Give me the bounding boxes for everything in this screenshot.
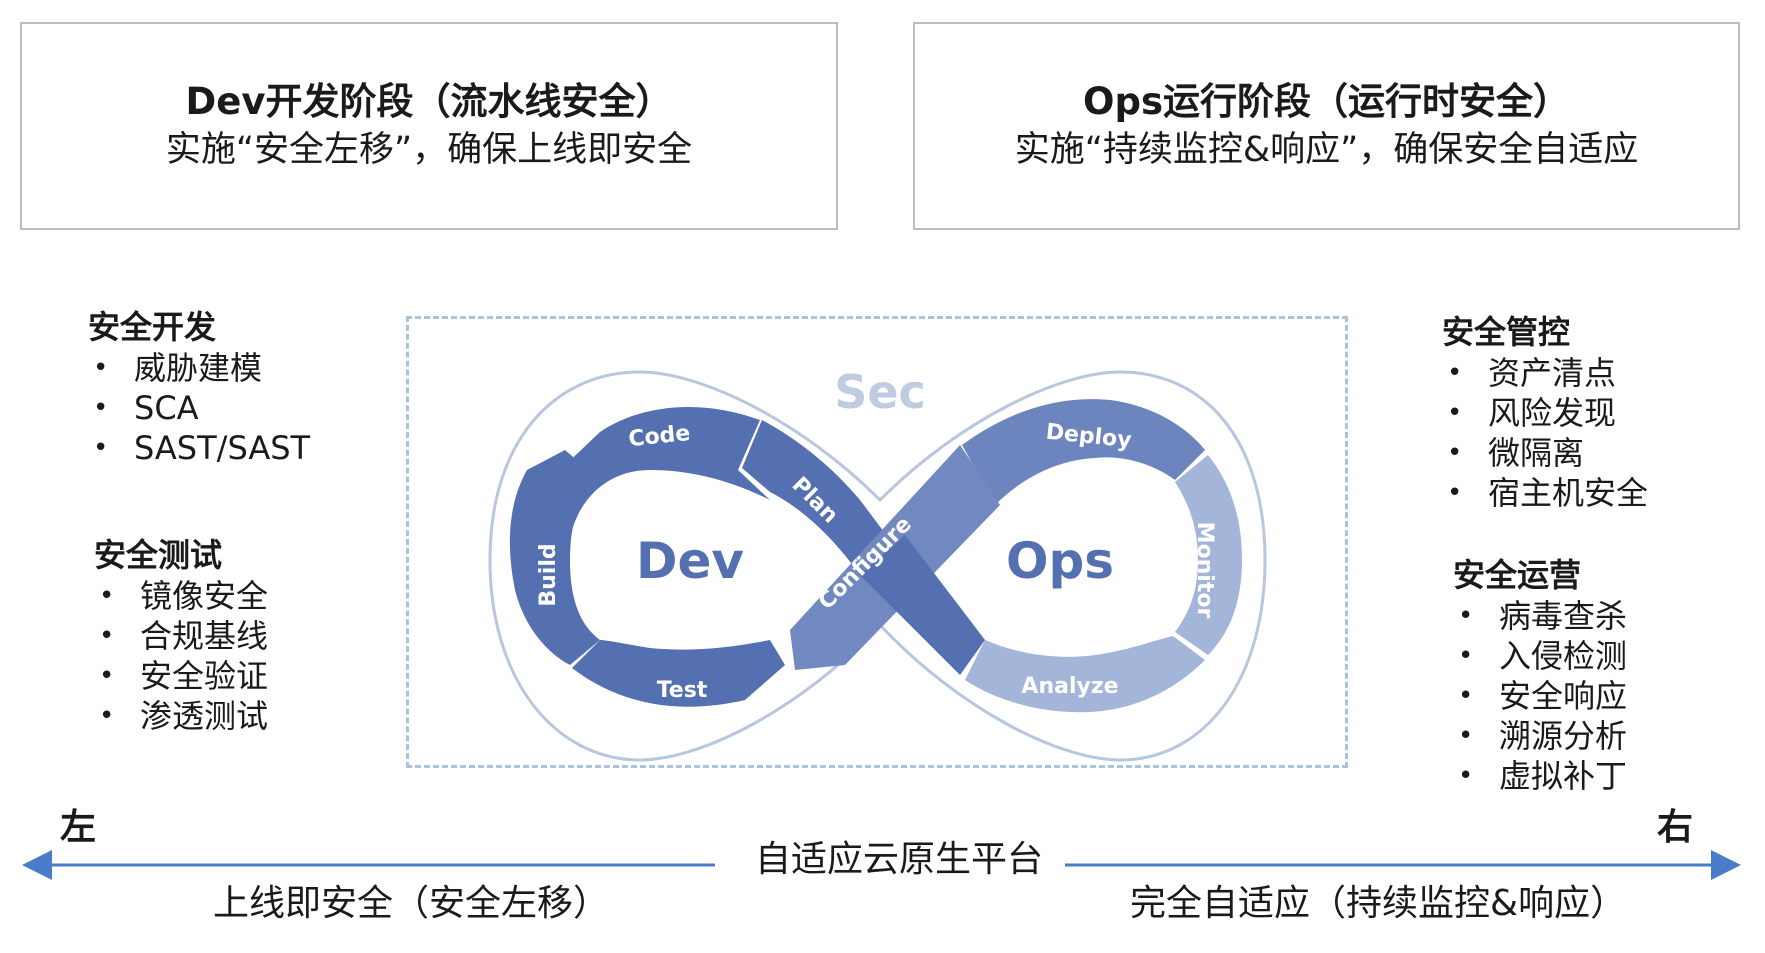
analyze-label: Analyze xyxy=(1021,674,1118,699)
list-item-label: 入侵检测 xyxy=(1499,637,1628,675)
bullet-icon: • xyxy=(93,353,109,383)
segment-code xyxy=(530,406,770,560)
security-control-group: 安全管控 • 资产清点 • 风险发现 • 微隔离 • 宿主机安全 xyxy=(1442,313,1648,513)
list-item: • 宿主机安全 xyxy=(1442,473,1648,513)
left-label: 左 xyxy=(60,807,97,848)
monitor-label: Monitor xyxy=(1192,522,1217,619)
list-item: • 资产清点 xyxy=(1442,353,1648,393)
bullet-icon: • xyxy=(93,393,109,423)
bullet-icon: • xyxy=(1458,721,1474,751)
segment-analyze xyxy=(965,636,1205,713)
segment-plan xyxy=(742,420,890,575)
bullet-icon: • xyxy=(99,621,115,651)
bullet-icon: • xyxy=(1458,681,1474,711)
build-label: Build xyxy=(536,543,561,606)
sec-label: Sec xyxy=(834,365,926,419)
segment-crossover xyxy=(860,535,985,675)
list-item: • 入侵检测 xyxy=(1453,636,1627,676)
list-item: • 渗透测试 xyxy=(94,696,268,736)
list-item-label: 溯源分析 xyxy=(1499,717,1628,755)
segment-monitor xyxy=(1175,455,1242,655)
list-item-label: 安全验证 xyxy=(140,657,269,695)
security-operations-group: 安全运营 • 病毒查杀 • 入侵检测 • 安全响应 • 溯源分析 • 虚拟补丁 xyxy=(1453,556,1627,796)
list-item-label: 风险发现 xyxy=(1488,394,1617,432)
group-list: • 威胁建模 • SCA • SAST/SAST xyxy=(88,348,310,468)
list-item-label: 渗透测试 xyxy=(140,697,269,735)
list-item: • 微隔离 xyxy=(1442,433,1648,473)
list-item: • 威胁建模 xyxy=(88,348,310,388)
bullet-icon: • xyxy=(99,661,115,691)
list-item-label: 合规基线 xyxy=(140,617,269,655)
bullet-icon: • xyxy=(1458,601,1474,631)
bullet-icon: • xyxy=(1447,478,1463,508)
dev-stage-subtitle: 实施“安全左移”，确保上线即安全 xyxy=(165,130,693,170)
bullet-icon: • xyxy=(99,581,115,611)
list-item: • 合规基线 xyxy=(94,616,268,656)
list-item-label: 宿主机安全 xyxy=(1488,474,1649,512)
list-item-label: 微隔离 xyxy=(1488,434,1585,472)
list-item: • SCA xyxy=(88,388,310,428)
group-list: • 资产清点 • 风险发现 • 微隔离 • 宿主机安全 xyxy=(1442,353,1648,513)
list-item: • 镜像安全 xyxy=(94,576,268,616)
configure-band xyxy=(790,445,1000,675)
devsecops-diagram-frame xyxy=(406,316,1348,768)
left-caption: 上线即安全（安全左移） xyxy=(213,883,610,924)
right-caption: 完全自适应（持续监控&响应） xyxy=(1130,883,1627,924)
ops-label: Ops xyxy=(1006,532,1114,590)
ops-stage-title: Ops运行阶段（运行时安全） xyxy=(1083,80,1570,123)
bullet-icon: • xyxy=(1447,438,1463,468)
list-item: • 风险发现 xyxy=(1442,393,1648,433)
dev-loop xyxy=(509,406,890,707)
list-item: • 安全响应 xyxy=(1453,676,1627,716)
segment-build xyxy=(509,450,600,665)
group-title: 安全运营 xyxy=(1453,556,1582,594)
ops-loop xyxy=(962,399,1242,713)
ops-stage-subtitle: 实施“持续监控&响应”，确保安全自适应 xyxy=(1014,130,1639,170)
bullet-icon: • xyxy=(99,701,115,731)
group-list: • 镜像安全 • 合规基线 • 安全验证 • 渗透测试 xyxy=(94,576,268,736)
group-title: 安全管控 xyxy=(1442,313,1571,351)
right-label: 右 xyxy=(1657,807,1694,848)
bullet-icon: • xyxy=(1447,398,1463,428)
ops-stage-box: Ops运行阶段（运行时安全） 实施“持续监控&响应”，确保安全自适应 xyxy=(913,22,1740,230)
list-item-label: 安全响应 xyxy=(1499,677,1628,715)
list-item-label: 资产清点 xyxy=(1488,354,1617,392)
secure-development-group: 安全开发 • 威胁建模 • SCA • SAST/SAST xyxy=(88,308,310,468)
list-item-label: 病毒查杀 xyxy=(1499,597,1628,635)
list-item: • SAST/SAST xyxy=(88,428,310,468)
platform-label: 自适应云原生平台 xyxy=(745,838,1054,882)
list-item-label: SAST/SAST xyxy=(134,429,311,467)
security-testing-group: 安全测试 • 镜像安全 • 合规基线 • 安全验证 • 渗透测试 xyxy=(94,536,268,736)
list-item: • 溯源分析 xyxy=(1453,716,1627,756)
bullet-icon: • xyxy=(1458,761,1474,791)
group-title: 安全测试 xyxy=(94,536,223,574)
bullet-icon: • xyxy=(1458,641,1474,671)
test-label: Test xyxy=(657,678,708,703)
list-item: • 安全验证 xyxy=(94,656,268,696)
segment-test xyxy=(572,640,785,707)
dev-label: Dev xyxy=(636,532,744,590)
dev-stage-box: Dev开发阶段（流水线安全） 实施“安全左移”，确保上线即安全 xyxy=(20,22,838,230)
list-item: • 病毒查杀 xyxy=(1453,596,1627,636)
list-item-label: 虚拟补丁 xyxy=(1499,757,1628,795)
bullet-icon: • xyxy=(93,433,109,463)
list-item: • 虚拟补丁 xyxy=(1453,756,1627,796)
group-list: • 病毒查杀 • 入侵检测 • 安全响应 • 溯源分析 • 虚拟补丁 xyxy=(1453,596,1627,796)
list-item-label: 威胁建模 xyxy=(134,349,263,387)
list-item-label: 镜像安全 xyxy=(140,577,269,615)
group-title: 安全开发 xyxy=(88,308,217,346)
dev-stage-title: Dev开发阶段（流水线安全） xyxy=(185,80,673,123)
list-item-label: SCA xyxy=(134,389,199,427)
bullet-icon: • xyxy=(1447,358,1463,388)
segment-deploy xyxy=(962,399,1205,505)
